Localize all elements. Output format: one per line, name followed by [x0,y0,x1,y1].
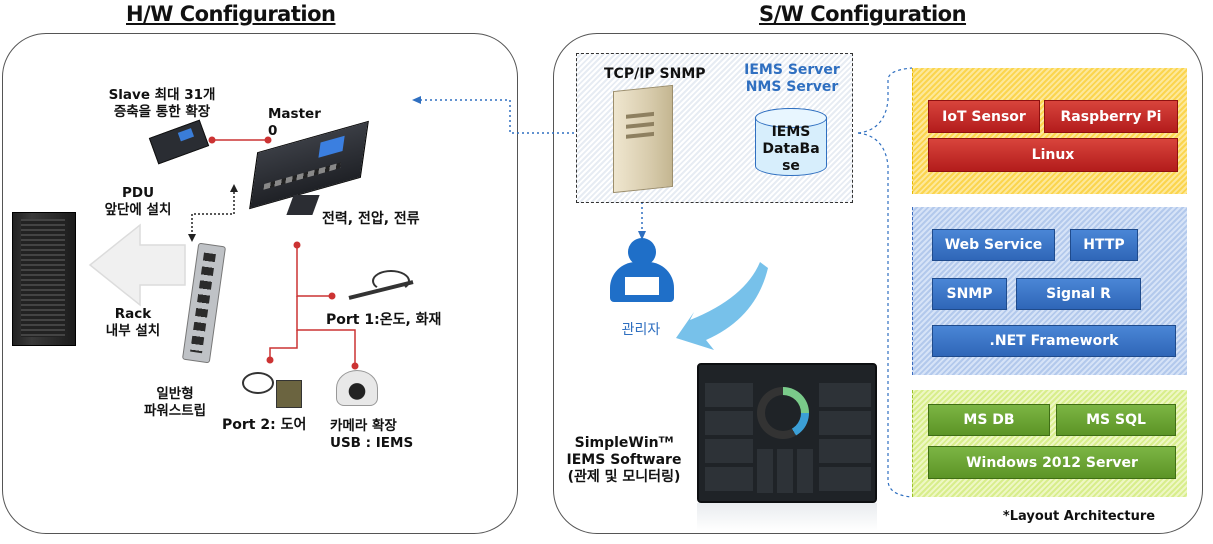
server-image [613,84,673,194]
admin-body-icon [610,262,674,302]
raspberry-pi-box: Raspberry Pi [1044,100,1178,133]
database-label: IEMS DataBa se [762,124,820,174]
ms-db-box: MS DB [928,404,1050,436]
software-screen-image [697,363,877,503]
ms-sql-box: MS SQL [1056,404,1176,436]
master-label: Master 0 [268,106,321,139]
door-sensor-cable [242,372,274,394]
linux-box: Linux [928,138,1178,172]
port1-label: Port 1:온도, 화재 [326,312,442,328]
pdu-label: PDU 앞단에 설치 [104,185,172,218]
server-label: IEMS Server NMS Server [744,62,840,95]
door-sensor-image [276,380,302,408]
camera-image [336,370,378,406]
slave-label: Slave 최대 31개 증축을 통한 확장 [108,87,216,120]
database-top [755,108,827,128]
signal-r-box: Signal R [1016,278,1141,310]
admin-head-icon [628,238,656,266]
rack-image [12,212,76,346]
port2-label: Port 2: 도어 [222,417,307,433]
net-framework-box: .NET Framework [932,325,1176,357]
tcp-ip-label: TCP/IP SNMP [604,66,706,82]
layout-caption: *Layout Architecture [1002,509,1156,524]
web-service-box: Web Service [932,229,1055,261]
windows-server-box: Windows 2012 Server [928,446,1176,479]
hw-title: H/W Configuration [126,2,336,26]
hw-panel [2,33,518,534]
software-label: SimpleWinᵀᴹ IEMS Software (관제 및 모니터링) [566,435,682,485]
iot-sensor-box: IoT Sensor [928,100,1040,133]
power-label: 전력, 전압, 전류 [322,211,420,227]
screen-reflection [697,503,877,531]
snmp-box: SNMP [932,278,1007,310]
power-strip-label: 일반형 파워스트립 [143,386,207,419]
sw-title: S/W Configuration [759,2,967,26]
http-box: HTTP [1070,229,1138,261]
camera-label: 카메라 확장 USB : IEMS [330,418,414,451]
sensor-cable [372,270,410,292]
rack-label: Rack 내부 설치 [105,306,161,339]
admin-label: 관리자 [621,322,661,338]
